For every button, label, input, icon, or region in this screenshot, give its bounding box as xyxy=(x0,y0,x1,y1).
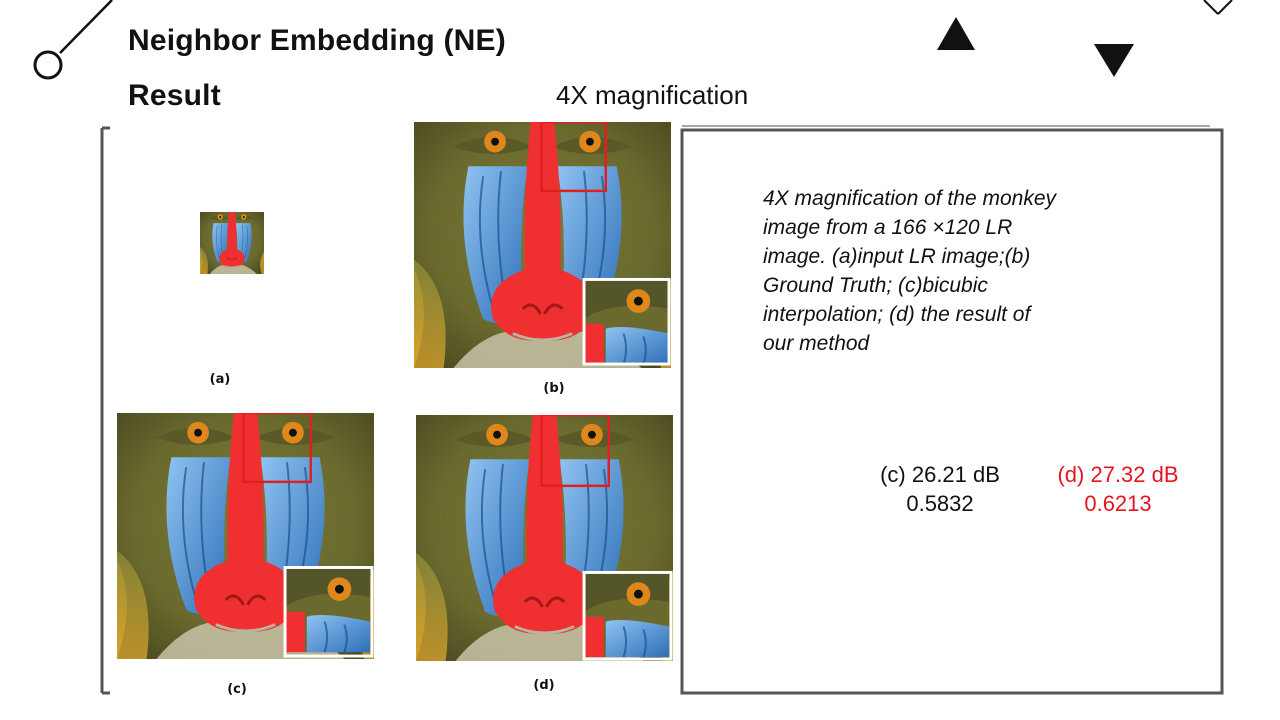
metric-ours-ssim: 0.6213 xyxy=(1084,491,1152,516)
caption-line: image. (a)input LR image;(b) xyxy=(763,245,1031,268)
metric-bicubic-ssim: 0.5832 xyxy=(906,491,974,516)
figure-caption: 4X magnification of the monkey image fro… xyxy=(763,184,1183,358)
panel-label-c: (c) xyxy=(227,682,247,697)
caption-line: our method xyxy=(763,332,870,355)
panel-label-b: (b) xyxy=(543,381,565,396)
image-panel-a xyxy=(200,212,264,274)
metric-ours: (d) 27.32 dB 0.6213 xyxy=(1038,460,1198,518)
caption-line: 4X magnification of the monkey xyxy=(763,187,1056,210)
decorative-circle-icon xyxy=(33,50,63,80)
metric-ours-psnr: (d) 27.32 dB xyxy=(1057,462,1179,487)
image-panel-d xyxy=(416,415,673,661)
metric-bicubic: (c) 26.21 dB 0.5832 xyxy=(860,460,1020,518)
slide-title: Neighbor Embedding (NE) xyxy=(128,24,506,57)
panel-label-a: (a) xyxy=(209,372,231,387)
section-title: Result xyxy=(128,79,221,112)
caption-line: Ground Truth; (c)bicubic xyxy=(763,274,988,297)
metric-bicubic-psnr: (c) 26.21 dB xyxy=(880,462,1000,487)
image-panel-c xyxy=(117,413,374,659)
frame xyxy=(100,125,1224,695)
panel-label-d: (d) xyxy=(533,678,555,693)
caption-line: image from a 166 ×120 LR xyxy=(763,216,1013,239)
slide-subtitle: 4X magnification xyxy=(556,80,749,110)
triangle-up-icon[interactable] xyxy=(935,15,977,53)
image-panel-b xyxy=(414,122,671,368)
triangle-down-icon[interactable] xyxy=(1092,42,1136,80)
caption-line: interpolation; (d) the result of xyxy=(763,303,1031,326)
close-icon[interactable] xyxy=(1200,0,1236,18)
